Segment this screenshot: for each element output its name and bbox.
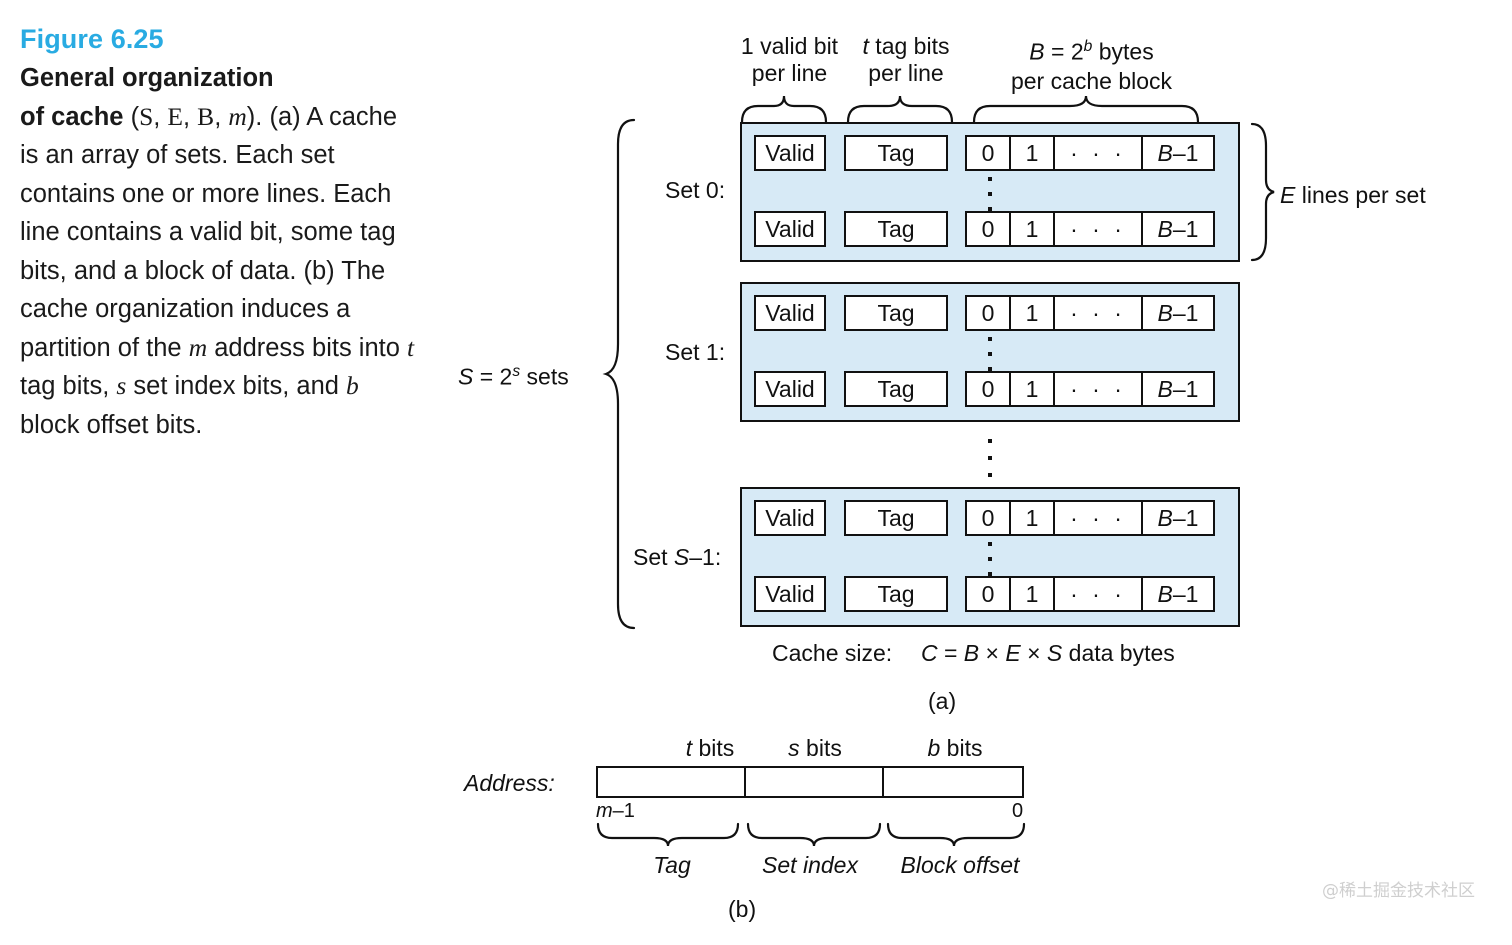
data-byte-cell: 0 bbox=[967, 213, 1011, 245]
data-block: 0 1 · · · B–1 bbox=[965, 295, 1215, 331]
set-block-1: Valid Tag 0 1 · · · B–1 Valid Tag 0 1 · … bbox=[740, 282, 1240, 422]
label-total-sets: S = 2s sets bbox=[458, 363, 569, 390]
figure-caption: Figure 6.25 General organization of cach… bbox=[20, 22, 420, 444]
tag-cell: Tag bbox=[844, 576, 948, 612]
valid-cell: Valid bbox=[754, 500, 826, 536]
tag-cell: Tag bbox=[844, 295, 948, 331]
valid-cell: Valid bbox=[754, 295, 826, 331]
brace-tag-icon bbox=[846, 95, 954, 124]
data-block: 0 1 · · · B–1 bbox=[965, 211, 1215, 247]
caption-title-line1: General organization bbox=[20, 64, 274, 92]
watermark: @稀土掘金技术社区 bbox=[1322, 881, 1475, 901]
field-name-set-index: Set index bbox=[762, 852, 858, 878]
cache-line: Valid Tag 0 1 · · · B–1 bbox=[754, 500, 1215, 536]
data-byte-cell: 1 bbox=[1011, 297, 1055, 329]
valid-cell: Valid bbox=[754, 211, 826, 247]
brace-group-top bbox=[740, 95, 1200, 124]
cache-line: Valid Tag 0 1 · · · B–1 bbox=[754, 576, 1215, 612]
address-segment-set-index bbox=[746, 768, 884, 796]
data-byte-cell: 1 bbox=[1011, 213, 1055, 245]
brace-block-icon bbox=[972, 95, 1200, 124]
label-t-bits: t bits bbox=[685, 735, 735, 761]
data-byte-cell: 0 bbox=[967, 502, 1011, 534]
data-byte-cell: B–1 bbox=[1157, 504, 1199, 531]
cache-line: Valid Tag 0 1 · · · B–1 bbox=[754, 211, 1215, 247]
set-block-0: Valid Tag 0 1 · · · B–1 Valid Tag 0 1 · … bbox=[740, 122, 1240, 262]
data-byte-cell: 0 bbox=[967, 578, 1011, 610]
cache-line: Valid Tag 0 1 · · · B–1 bbox=[754, 135, 1215, 171]
tag-cell: Tag bbox=[844, 371, 948, 407]
panel-label-b: (b) bbox=[728, 896, 757, 922]
cache-size-label: Cache size: bbox=[772, 640, 893, 666]
caption-body-text: (a) A cache is an array of sets. Each se… bbox=[20, 102, 415, 439]
cache-size-formula: C = B × E × S data bytes bbox=[920, 640, 1175, 666]
set-label-1: Set 1: bbox=[665, 339, 726, 365]
address-label: Address: bbox=[464, 770, 555, 796]
set-label-0: Set 0: bbox=[665, 177, 726, 203]
panel-label-a: (a) bbox=[928, 688, 957, 714]
data-ellipsis: · · · bbox=[1055, 137, 1143, 169]
data-ellipsis: · · · bbox=[1055, 213, 1143, 245]
data-ellipsis: · · · bbox=[1055, 578, 1143, 610]
address-endpoint-left: m–1 bbox=[596, 800, 635, 822]
brace-tag-field-icon bbox=[596, 822, 740, 847]
address-segment-block-offset bbox=[884, 768, 1022, 796]
valid-cell: Valid bbox=[754, 576, 826, 612]
data-block: 0 1 · · · B–1 bbox=[965, 135, 1215, 171]
data-block: 0 1 · · · B–1 bbox=[965, 576, 1215, 612]
address-segment-tag bbox=[598, 768, 746, 796]
address-bit-field bbox=[596, 766, 1024, 798]
data-ellipsis: · · · bbox=[1055, 373, 1143, 405]
cache-line: Valid Tag 0 1 · · · B–1 bbox=[754, 371, 1215, 407]
valid-cell: Valid bbox=[754, 135, 826, 171]
brace-sets-icon bbox=[602, 118, 636, 630]
data-byte-cell: 1 bbox=[1011, 137, 1055, 169]
brace-lines-per-set-icon bbox=[1250, 122, 1275, 262]
figure-number: Figure 6.25 bbox=[20, 24, 164, 54]
tag-cell: Tag bbox=[844, 211, 948, 247]
label-block-bytes: B = 2b bytes per cache block bbox=[1010, 38, 1173, 94]
data-block: 0 1 · · · B–1 bbox=[965, 500, 1215, 536]
label-lines-per-set: E lines per set bbox=[1280, 182, 1426, 208]
tag-cell: Tag bbox=[844, 500, 948, 536]
data-byte-cell: 1 bbox=[1011, 502, 1055, 534]
data-byte-cell: 1 bbox=[1011, 373, 1055, 405]
data-byte-cell: B–1 bbox=[1157, 139, 1199, 166]
caption-text: General organization of cache (S, E, B, … bbox=[20, 59, 420, 444]
cache-line: Valid Tag 0 1 · · · B–1 bbox=[754, 295, 1215, 331]
set-block-last: Valid Tag 0 1 · · · B–1 Valid Tag 0 1 · … bbox=[740, 487, 1240, 627]
data-ellipsis: · · · bbox=[1055, 502, 1143, 534]
data-byte-cell: B–1 bbox=[1157, 299, 1199, 326]
tag-cell: Tag bbox=[844, 135, 948, 171]
data-byte-cell: 1 bbox=[1011, 578, 1055, 610]
lines-ellipsis bbox=[988, 337, 992, 371]
label-b-bits: b bits bbox=[927, 735, 983, 761]
brace-valid-icon bbox=[740, 95, 828, 124]
lines-ellipsis bbox=[988, 177, 992, 211]
brace-block-offset-icon bbox=[886, 822, 1026, 847]
label-tag-bits: t tag bits per line bbox=[862, 33, 950, 86]
field-name-tag: Tag bbox=[653, 852, 691, 878]
brace-group-address bbox=[596, 822, 1026, 847]
data-byte-cell: 0 bbox=[967, 137, 1011, 169]
data-block: 0 1 · · · B–1 bbox=[965, 371, 1215, 407]
caption-title-params: (S, E, B, m). bbox=[130, 101, 263, 131]
caption-title-line2: of cache bbox=[20, 102, 124, 131]
lines-ellipsis bbox=[988, 542, 992, 576]
data-byte-cell: B–1 bbox=[1157, 580, 1199, 607]
data-ellipsis: · · · bbox=[1055, 297, 1143, 329]
cache-size-line: Cache size: C = B × E × S data bytes bbox=[772, 640, 1175, 667]
set-label-last: Set S–1: bbox=[633, 544, 722, 570]
sets-ellipsis bbox=[988, 439, 992, 477]
address-endpoint-right: 0 bbox=[1012, 800, 1024, 822]
data-byte-cell: 0 bbox=[967, 297, 1011, 329]
valid-cell: Valid bbox=[754, 371, 826, 407]
brace-set-index-icon bbox=[746, 822, 882, 847]
data-byte-cell: B–1 bbox=[1157, 215, 1199, 242]
label-s-bits: s bits bbox=[788, 735, 842, 761]
data-byte-cell: B–1 bbox=[1157, 375, 1199, 402]
data-byte-cell: 0 bbox=[967, 373, 1011, 405]
field-name-block-offset: Block offset bbox=[900, 852, 1020, 878]
label-valid-bit: 1 valid bit per line bbox=[740, 33, 839, 86]
